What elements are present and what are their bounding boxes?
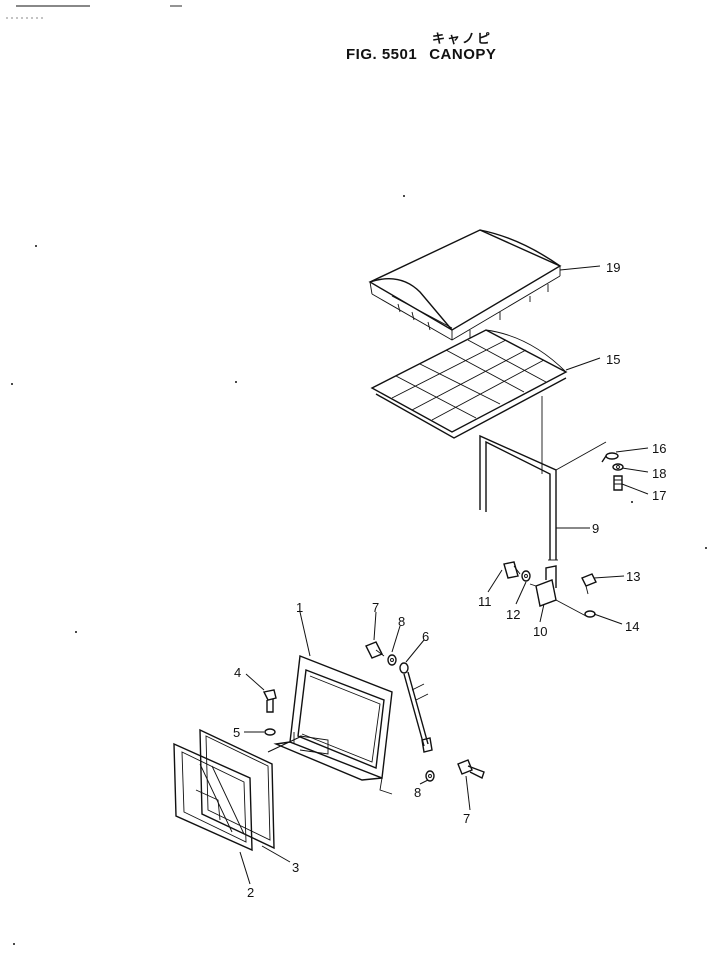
figure-title: FIG. 5501 CANOPY bbox=[346, 46, 496, 63]
leader-lines bbox=[239, 265, 649, 885]
part-pillar-fasteners bbox=[601, 452, 624, 491]
callout-3: 3 bbox=[292, 860, 299, 875]
callout-7-upper: 7 bbox=[372, 600, 379, 615]
scan-artifacts bbox=[6, 5, 182, 19]
figure-name: CANOPY bbox=[429, 46, 497, 63]
part-roof-frame bbox=[370, 329, 568, 439]
callout-labels: 19 15 16 18 17 9 13 11 12 10 14 1 7 8 6 … bbox=[233, 260, 666, 900]
callout-11: 11 bbox=[478, 594, 492, 609]
callout-18: 18 bbox=[652, 466, 666, 481]
callout-8-lower: 8 bbox=[414, 785, 421, 800]
figure-number: FIG. 5501 bbox=[346, 46, 418, 63]
part-canopy-pillar bbox=[479, 396, 607, 561]
part-window-seal bbox=[199, 728, 275, 850]
callout-14: 14 bbox=[625, 619, 639, 634]
callout-13: 13 bbox=[626, 569, 640, 584]
callout-6: 6 bbox=[422, 629, 429, 644]
callout-10: 10 bbox=[533, 624, 547, 639]
part-door-bolt-washer bbox=[262, 689, 277, 736]
callout-16: 16 bbox=[652, 441, 666, 456]
title-japanese: キャノピ bbox=[432, 31, 493, 46]
callout-15: 15 bbox=[606, 352, 620, 367]
callout-9: 9 bbox=[592, 521, 599, 536]
callout-7-lower: 7 bbox=[463, 811, 470, 826]
callout-17: 17 bbox=[652, 488, 666, 503]
callout-19: 19 bbox=[606, 260, 620, 275]
callout-1: 1 bbox=[296, 600, 303, 615]
part-window-glass bbox=[173, 742, 253, 852]
callout-8-upper: 8 bbox=[398, 614, 405, 629]
callout-12: 12 bbox=[506, 607, 520, 622]
callout-2: 2 bbox=[247, 885, 254, 900]
callout-5: 5 bbox=[233, 725, 240, 740]
callout-4: 4 bbox=[234, 665, 241, 680]
part-hinge-hardware-upper bbox=[365, 641, 433, 753]
part-bracket-hardware bbox=[503, 561, 597, 618]
part-hinge-hardware-lower bbox=[425, 759, 485, 782]
part-door-frame bbox=[273, 655, 393, 795]
scan-dots bbox=[11, 195, 707, 945]
part-canopy-roof bbox=[368, 229, 562, 341]
